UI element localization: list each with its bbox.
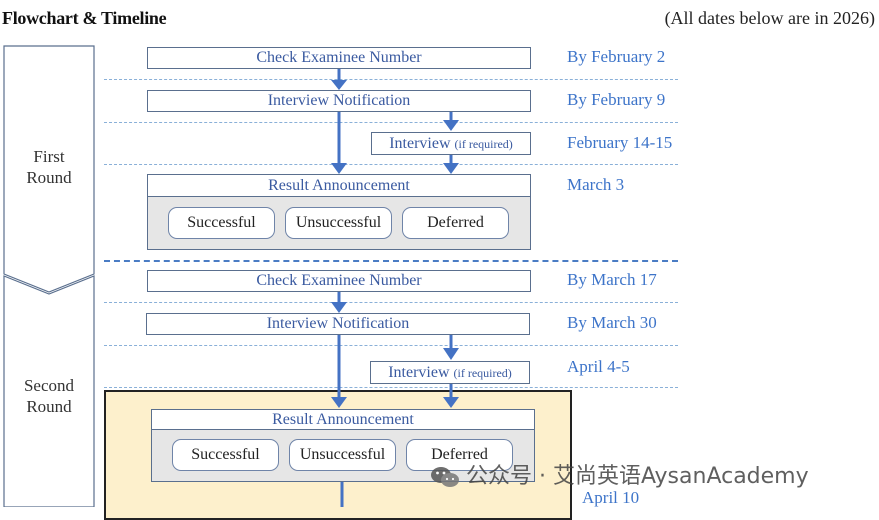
arrowhead bbox=[443, 163, 459, 174]
interview-box-2: Interview (if required) bbox=[370, 361, 530, 384]
interview-notification-box-1: Interview Notification bbox=[147, 90, 531, 112]
interview-date-1: February 14-15 bbox=[567, 133, 673, 152]
first-round-shape bbox=[3, 45, 95, 293]
wechat-icon bbox=[431, 467, 459, 487]
first-round-label: First Round bbox=[26, 147, 72, 187]
result-announcement-box-1: Result Announcement bbox=[147, 174, 531, 197]
round-divider bbox=[104, 260, 678, 262]
row-divider bbox=[104, 79, 678, 80]
arrowhead bbox=[331, 163, 347, 174]
result-announcement-box-2: Result Announcement bbox=[151, 409, 535, 430]
check-examinee-box-1: Check Examinee Number bbox=[147, 47, 531, 69]
row-divider bbox=[104, 164, 678, 165]
watermark-text: 公众号 · 艾尚英语AysanAcademy bbox=[466, 464, 809, 489]
notify-date-1: By February 9 bbox=[567, 90, 666, 109]
interview-notification-box-2: Interview Notification bbox=[146, 313, 530, 335]
row-divider bbox=[104, 122, 678, 123]
outcome-unsuccessful-2: Unsuccessful bbox=[289, 439, 396, 471]
arrowhead bbox=[443, 120, 459, 131]
interview-box-1: Interview (if required) bbox=[371, 132, 531, 155]
row-divider bbox=[104, 302, 678, 303]
interview-date-2: April 4-5 bbox=[567, 357, 630, 376]
outcome-deferred-2: Deferred bbox=[406, 439, 513, 471]
row-divider bbox=[104, 345, 678, 346]
year-note: (All dates below are in 2026) bbox=[664, 8, 875, 28]
check-examinee-box-2: Check Examinee Number bbox=[147, 270, 531, 292]
result-date-1: March 3 bbox=[567, 175, 625, 194]
round-arrows bbox=[3, 45, 95, 507]
result-date-2: April 10 bbox=[582, 488, 640, 507]
check-date-1: By February 2 bbox=[567, 47, 666, 66]
outcome-successful-1: Successful bbox=[168, 207, 275, 239]
flow-arrows bbox=[331, 69, 459, 507]
arrowhead bbox=[331, 302, 347, 313]
check-date-2: By March 17 bbox=[567, 270, 657, 289]
watermark: 公众号 · 艾尚英语AysanAcademy bbox=[430, 458, 809, 490]
notify-date-2: By March 30 bbox=[567, 313, 657, 332]
arrowhead bbox=[443, 348, 459, 360]
row-divider bbox=[104, 387, 678, 388]
page-title: Flowchart & Timeline bbox=[2, 8, 167, 28]
outcome-deferred-1: Deferred bbox=[402, 207, 509, 239]
arrowhead bbox=[331, 80, 347, 90]
outcome-successful-2: Successful bbox=[172, 439, 279, 471]
second-round-label: Second Round bbox=[23, 376, 75, 416]
arrowhead bbox=[331, 397, 347, 408]
arrowhead bbox=[443, 397, 459, 408]
second-round-shape bbox=[3, 275, 95, 507]
outcome-unsuccessful-1: Unsuccessful bbox=[285, 207, 392, 239]
